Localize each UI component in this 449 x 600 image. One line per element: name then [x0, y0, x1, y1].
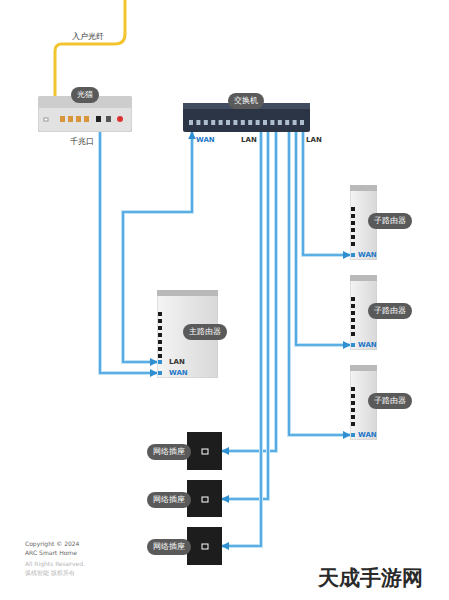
cable-glow	[303, 132, 350, 255]
port-label: WAN	[358, 431, 377, 439]
copyright-text: 弧线智能 版权所有	[25, 569, 75, 578]
port-label: LAN	[241, 136, 257, 144]
cable-glow	[289, 132, 350, 435]
watermark: 天成手游网	[318, 564, 423, 592]
port-label: 千兆口	[70, 136, 94, 147]
device-name: 网络插座	[147, 539, 191, 555]
copyright-text: All Rights Reserved.	[25, 560, 85, 567]
cable-glow	[222, 132, 261, 546]
port-label: WAN	[358, 341, 377, 349]
device-name: 网络插座	[147, 444, 191, 460]
device-shape	[187, 480, 222, 517]
fiber-line	[55, 0, 125, 96]
modem-box: 光猫	[38, 96, 132, 132]
port-label: WAN	[169, 369, 188, 377]
network-cable	[100, 132, 157, 373]
network-socket: 网络插座	[187, 527, 222, 565]
network-cable	[303, 132, 350, 255]
device-name: 光猫	[71, 87, 99, 103]
port-label: WAN	[196, 136, 215, 144]
device-shape	[187, 527, 222, 565]
cable-glow	[296, 132, 350, 345]
device-name: 交换机	[228, 93, 264, 109]
device-name: 网络插座	[147, 492, 191, 508]
network-cable	[222, 132, 261, 546]
switch-box: 交换机	[183, 103, 310, 132]
port-label: LAN	[169, 358, 185, 366]
network-socket: 网络插座	[187, 432, 222, 470]
port-label: WAN	[358, 251, 377, 259]
device-name: 子路由器	[368, 393, 412, 409]
device-name: 子路由器	[368, 303, 412, 319]
router-box: 子路由器WAN	[350, 185, 377, 260]
router-box: 子路由器WAN	[350, 365, 377, 440]
port-label: 入户光纤	[72, 31, 104, 42]
device-name: 子路由器	[368, 213, 412, 229]
router-box: 主路由器LANWAN	[157, 290, 218, 378]
network-socket: 网络插座	[187, 480, 222, 517]
network-cable	[296, 132, 350, 345]
router-box: 子路由器WAN	[350, 275, 377, 350]
copyright-text: ARC Smart Home	[25, 549, 77, 556]
copyright-text: Copyright © 2024	[25, 540, 79, 547]
cable-glow	[100, 132, 157, 373]
network-cable	[289, 132, 350, 435]
device-shape	[187, 432, 222, 470]
device-name: 主路由器	[183, 324, 227, 340]
port-label: LAN	[306, 136, 322, 144]
